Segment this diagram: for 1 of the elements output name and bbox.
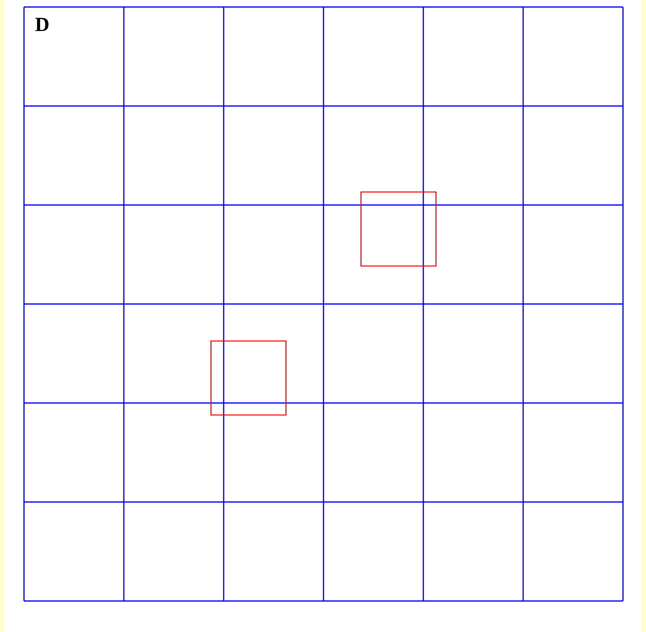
panel-letter: D (35, 14, 50, 37)
